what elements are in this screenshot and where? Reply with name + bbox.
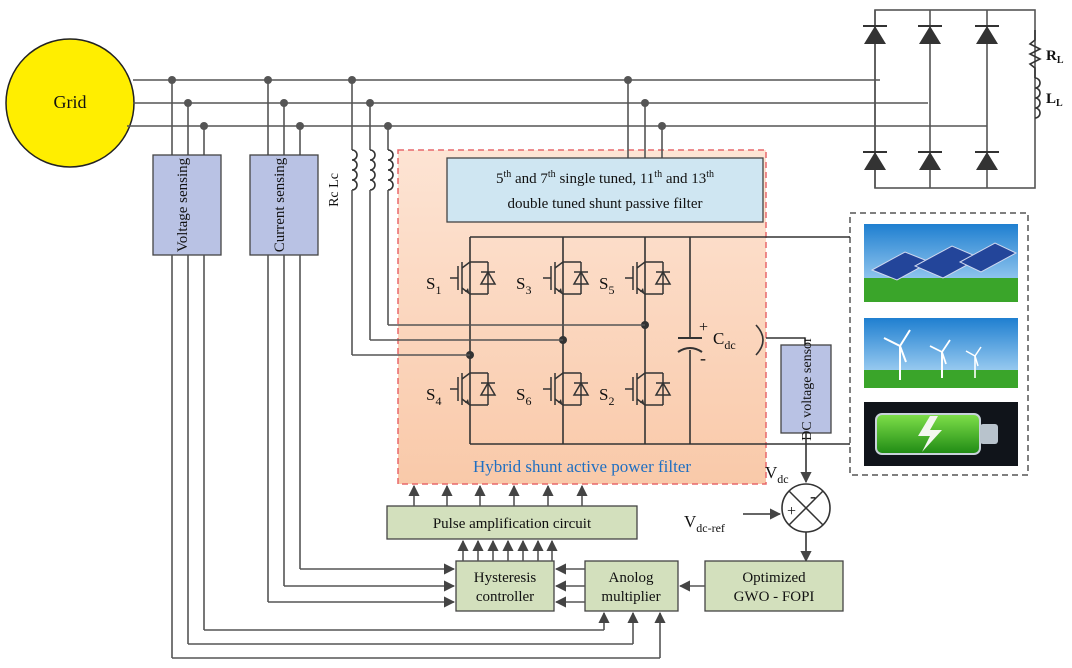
analog-multiplier-label-2: multiplier: [601, 589, 660, 605]
phase-lines: [127, 79, 987, 127]
summing-plus: +: [787, 503, 796, 520]
voltage-feedback-wires: [171, 255, 666, 659]
pulse-amplification-block: [386, 505, 638, 540]
multiplier-output-arrows: [554, 563, 585, 608]
coupling-label: Rc Lc: [327, 173, 342, 207]
sensing-taps: [168, 76, 304, 155]
current-sensing-block: [249, 154, 319, 256]
grid-label: Grid: [54, 92, 87, 112]
switch-s4-icon: [450, 372, 497, 406]
switch-s5-label: S5: [599, 274, 614, 297]
load-inductor-label: LL: [1046, 91, 1063, 109]
capacitor-label: Cdc: [713, 329, 736, 352]
gwo-fopi-label-2: GWO - FOPI: [734, 589, 815, 605]
pulse-amplification-label: Pulse amplification circuit: [433, 516, 592, 532]
capacitor-plus: +: [699, 319, 708, 336]
hysteresis-label-1: Hysteresis: [474, 570, 537, 586]
hysteresis-output-arrows: [457, 539, 558, 561]
switch-s4-label: S4: [426, 385, 441, 408]
switch-s1-label: S1: [426, 274, 441, 297]
hysteresis-label-2: controller: [476, 589, 534, 605]
battery-image: [864, 402, 1018, 466]
gate-signal-arrows: [408, 484, 588, 506]
analog-multiplier-label-1: Anolog: [609, 570, 655, 586]
switch-s6-icon: [543, 372, 590, 406]
dc-voltage-sensor-block: [780, 344, 832, 434]
load-resistor-label: RL: [1046, 48, 1064, 66]
gwo-fopi-block: [704, 560, 844, 612]
vdc-label: Vdc: [765, 463, 789, 486]
switch-s2-icon: [625, 372, 672, 406]
load-rl: [1028, 30, 1042, 119]
voltage-sensing-label: Voltage sensing: [175, 157, 191, 252]
summing-minus: -: [810, 486, 816, 506]
voltage-sensing-block: [152, 154, 222, 256]
switch-s5-icon: [625, 261, 672, 295]
switch-s2-label: S2: [599, 385, 614, 408]
passive-filter-line1: 5th and 7th single tuned, 11th and 13th: [496, 169, 714, 187]
switch-s3-icon: [543, 261, 590, 295]
capacitor-minus: -: [700, 348, 706, 368]
hysteresis-controller-block: [455, 560, 555, 612]
passive-filter-taps: [624, 76, 666, 158]
solar-panel-image: [864, 224, 1018, 302]
passive-filter-block: [446, 157, 764, 223]
vdc-ref-label: Vdc-ref: [684, 512, 725, 535]
igbt-switches: [450, 261, 672, 406]
switch-s1-icon: [450, 261, 497, 295]
inverter-bridge: [352, 236, 848, 445]
gwo-fopi-label-1: Optimized: [742, 570, 806, 586]
hapf-label: Hybrid shunt active power filter: [473, 457, 691, 476]
wind-turbine-image: [864, 318, 1018, 388]
current-feedback-wires: [267, 255, 456, 608]
switch-s6-label: S6: [516, 385, 531, 408]
current-sensing-label: Current sensing: [272, 157, 288, 252]
analog-multiplier-block: [584, 560, 679, 612]
passive-filter-line2: double tuned shunt passive filter: [508, 196, 703, 212]
coupling-inductors: [348, 76, 394, 355]
switch-s3-label: S3: [516, 274, 531, 297]
dc-voltage-sensor-label: DC voltage sensor: [800, 337, 815, 441]
diode-bridge-rectifier: [863, 9, 1036, 189]
